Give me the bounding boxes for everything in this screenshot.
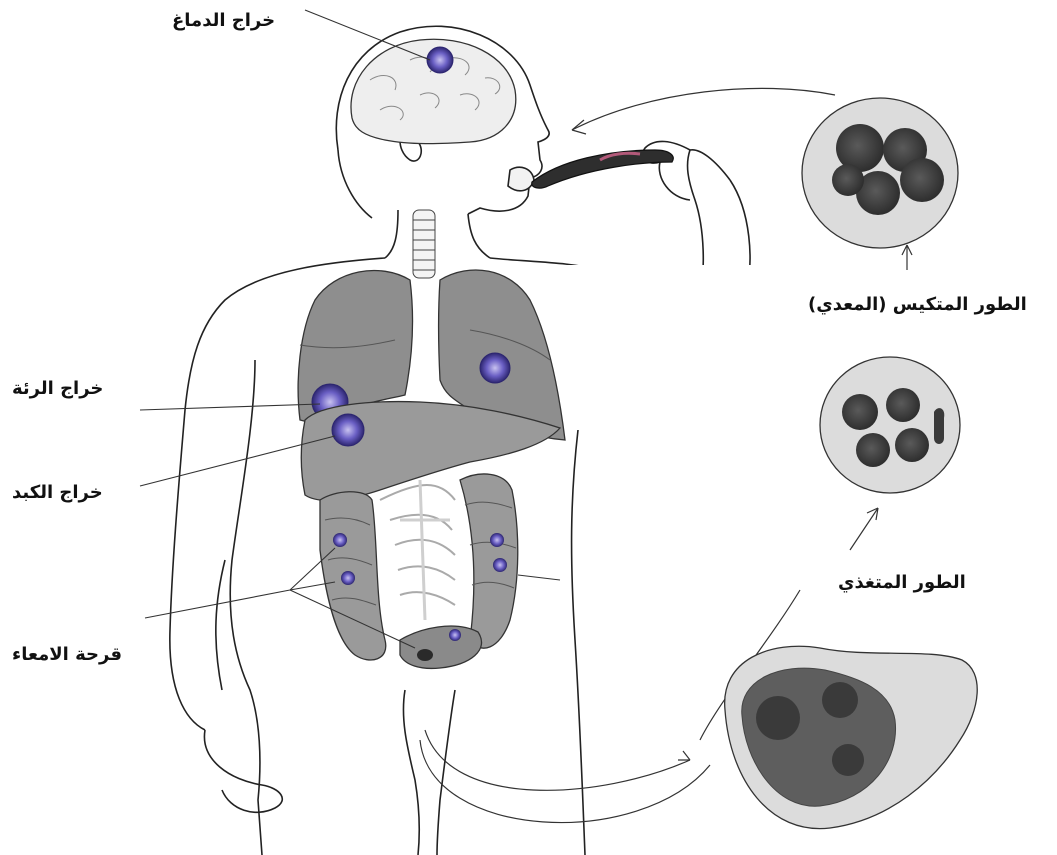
intestinal-ulcer-lesion-2 — [341, 571, 355, 585]
intestinal-ulcer-lesion-3 — [490, 533, 504, 547]
label-trophozoite-stage: الطور المتغذي — [838, 572, 966, 593]
intestine-pointer-a — [145, 590, 290, 618]
arrow-troph-to-cyst — [850, 508, 878, 550]
label-brain-abscess: خراج الدماغ — [172, 10, 275, 31]
brain-abscess-lesion — [427, 47, 453, 73]
trachea — [413, 210, 435, 278]
mouth — [508, 167, 534, 191]
arrow-body-to-troph — [425, 730, 690, 790]
feeding-utensil — [532, 150, 673, 188]
label-liver-abscess: خراج الكبد — [12, 482, 103, 503]
brain-pointer — [305, 10, 430, 60]
label-lung-abscess: خراج الرئة — [12, 378, 103, 399]
cyst-immature — [820, 357, 960, 493]
lung-pointer — [140, 404, 320, 410]
arrow-cyst-to-mouth — [572, 88, 835, 130]
intestinal-ulcer-lesion-4 — [493, 558, 507, 572]
brain — [351, 39, 516, 143]
intestinal-ulcer-lesion-1 — [333, 533, 347, 547]
intestinal-ulcer-lesion-5 — [449, 629, 461, 641]
cyst-infective — [802, 98, 958, 248]
lung-abscess-lesion-right — [480, 353, 510, 383]
label-cyst-stage: الطور المتكيس (المعدي) — [808, 294, 1027, 315]
label-intestinal-ulcer: قرحة الامعاء — [12, 644, 122, 665]
intestines — [320, 474, 518, 668]
liver-abscess-lesion — [332, 414, 364, 446]
trophozoite — [725, 646, 978, 828]
